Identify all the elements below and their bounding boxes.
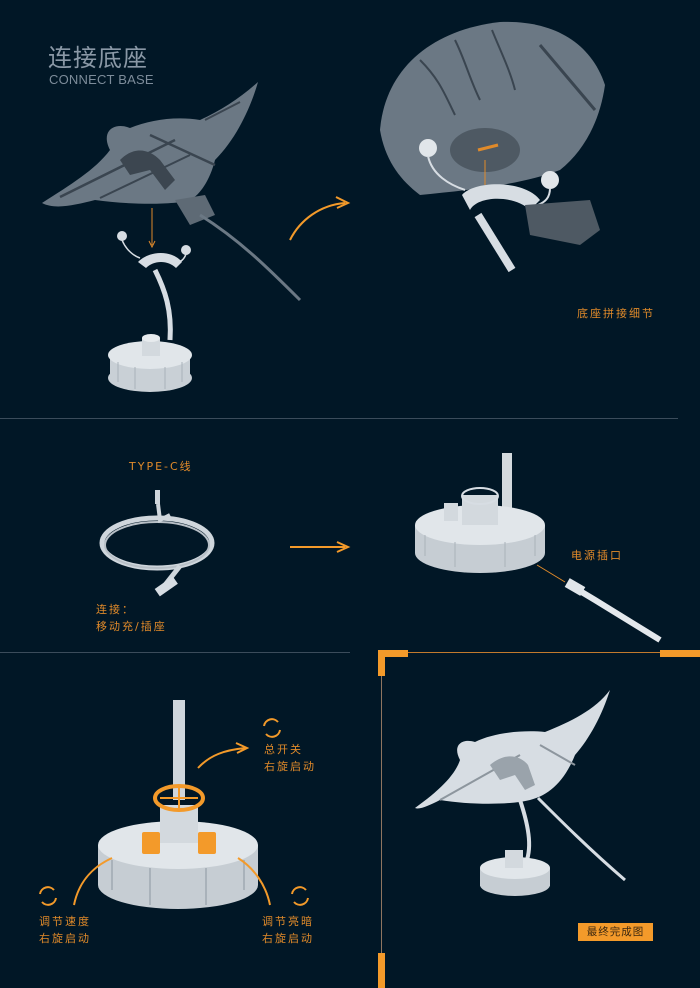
rotate-cw-icon-speed xyxy=(39,886,57,906)
page-title: 连接底座 xyxy=(48,44,148,72)
speed-label-line2: 右旋启动 xyxy=(39,932,91,945)
connect-label: 连接： 移动充/插座 xyxy=(96,601,167,635)
frame-line-left xyxy=(381,676,382,954)
connect-label-line2: 移动充/插座 xyxy=(96,620,167,633)
base-controls-illustration xyxy=(39,700,309,909)
final-manta-illustration xyxy=(415,690,626,896)
main-switch-label: 总开关 右旋启动 xyxy=(264,741,316,775)
power-port-label: 电源插口 xyxy=(571,549,623,562)
frame-corner-left xyxy=(378,650,385,676)
brightness-label-line1: 调节亮暗 xyxy=(262,915,314,928)
frame-accent-bottom xyxy=(378,953,385,988)
section-divider-1 xyxy=(0,418,678,419)
brightness-label-line2: 右旋启动 xyxy=(262,932,314,945)
speed-label-line1: 调节速度 xyxy=(39,915,91,928)
final-badge: 最终完成图 xyxy=(578,923,653,941)
connect-label-line1: 连接： xyxy=(96,603,135,616)
frame-corner-top xyxy=(378,650,408,657)
main-switch-label-line1: 总开关 xyxy=(264,743,303,756)
detail-caption: 底座拼接细节 xyxy=(577,307,655,320)
manta-exploded-illustration xyxy=(42,21,605,392)
rotate-cw-icon-main xyxy=(263,718,281,738)
main-switch-label-line2: 右旋启动 xyxy=(264,760,316,773)
speed-label: 调节速度 右旋启动 xyxy=(39,913,91,947)
frame-accent-right xyxy=(660,650,700,657)
type-c-cable-illustration xyxy=(99,453,662,643)
brightness-label: 调节亮暗 右旋启动 xyxy=(262,913,314,947)
frame-line-top xyxy=(408,652,660,653)
section-divider-2 xyxy=(0,652,350,653)
rotate-cw-icon-brightness xyxy=(291,886,309,906)
page-subtitle: CONNECT BASE xyxy=(49,72,154,87)
cable-label: TYPE-C线 xyxy=(129,460,193,473)
